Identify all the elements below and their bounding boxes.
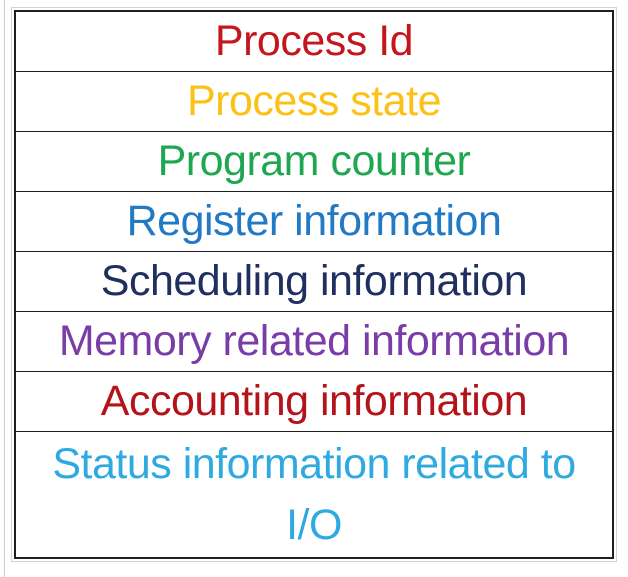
page-edge-line bbox=[4, 0, 5, 577]
table-row: Accounting information bbox=[16, 372, 612, 432]
table-row: Process Id bbox=[16, 12, 612, 72]
row-label: Scheduling information bbox=[100, 257, 528, 306]
row-label: Process state bbox=[187, 77, 442, 126]
table-row: Register information bbox=[16, 192, 612, 252]
table-row: Status information related to I/O bbox=[16, 432, 612, 557]
row-label: Program counter bbox=[157, 137, 471, 186]
table-row: Memory related information bbox=[16, 312, 612, 372]
row-label: Memory related information bbox=[58, 317, 570, 366]
table-row: Process state bbox=[16, 72, 612, 132]
row-label: Process Id bbox=[214, 17, 414, 66]
table-row: Scheduling information bbox=[16, 252, 612, 312]
table-row: Program counter bbox=[16, 132, 612, 192]
row-label: Status information related to I/O bbox=[52, 440, 576, 549]
row-label: Accounting information bbox=[100, 377, 528, 426]
row-label: Register information bbox=[126, 197, 502, 246]
